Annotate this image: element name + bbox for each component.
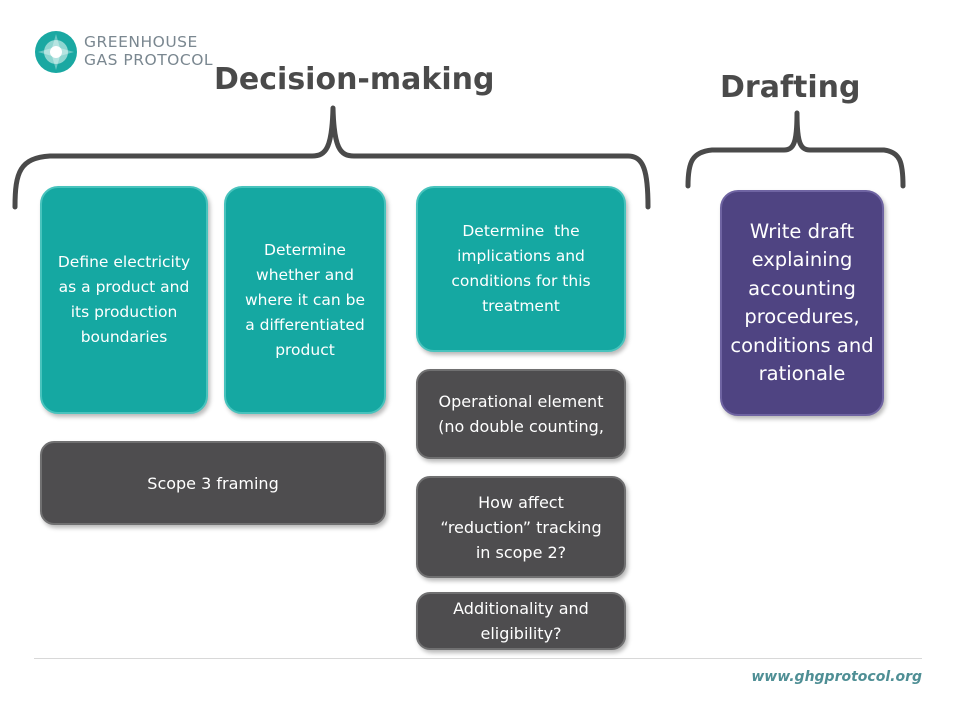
determine-implications-step: Determine the implications and condition… <box>416 186 626 352</box>
logo-text-line1: GREENHOUSE <box>84 33 198 51</box>
define-electricity-text: Define electricity as a product and its … <box>57 253 191 346</box>
scope3-framing-text: Scope 3 framing <box>147 473 279 493</box>
determine-implications-text: Determine the implications and condition… <box>451 222 596 315</box>
ghg-protocol-logo-icon <box>35 31 77 73</box>
determine-differentiated-step: Determine whether and where it can be a … <box>224 186 386 414</box>
additionality-item: Additionality and eligibility? <box>416 592 626 650</box>
drafting-brace <box>685 110 906 189</box>
ghg-logo: GREENHOUSE GAS PROTOCOL <box>34 28 224 78</box>
operational-element-item: Operational element (no double counting, <box>416 369 626 459</box>
logo-text-line2: GAS PROTOCOL <box>84 51 214 69</box>
additionality-text: Additionality and eligibility? <box>453 599 589 643</box>
reduction-tracking-item: How affect “reduction” tracking in scope… <box>416 476 626 578</box>
decision-making-heading: Decision-making <box>214 62 495 97</box>
determine-differentiated-text: Determine whether and where it can be a … <box>245 240 365 359</box>
define-electricity-step: Define electricity as a product and its … <box>40 186 208 414</box>
operational-element-text: Operational element (no double counting, <box>438 392 604 436</box>
write-draft-text: Write draft explaining accounting proced… <box>730 219 874 386</box>
write-draft-step: Write draft explaining accounting proced… <box>720 190 884 416</box>
footer-divider <box>34 658 922 659</box>
scope3-framing-item: Scope 3 framing <box>40 441 386 525</box>
reduction-tracking-text: How affect “reduction” tracking in scope… <box>440 492 602 562</box>
drafting-heading: Drafting <box>720 70 861 105</box>
website-link[interactable]: www.ghgprotocol.org <box>751 669 922 685</box>
